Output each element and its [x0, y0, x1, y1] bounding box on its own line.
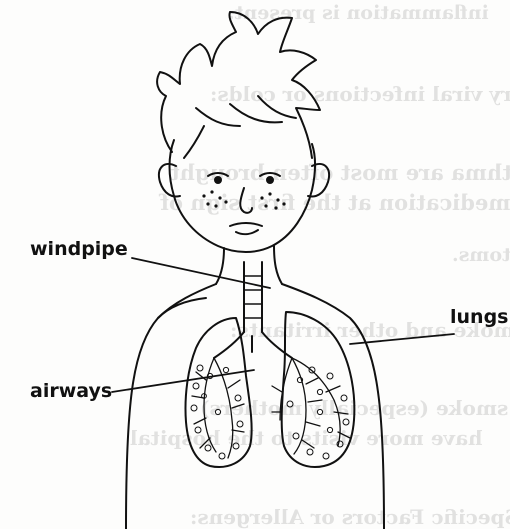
neck-right — [274, 246, 282, 284]
airway-tree — [192, 358, 350, 458]
hair-strand — [258, 96, 296, 118]
windpipe-label: windpipe — [30, 238, 128, 260]
left-pupil — [215, 177, 221, 183]
lungs-leader — [350, 334, 454, 344]
left-lung — [185, 318, 251, 467]
right-eye — [260, 173, 280, 176]
hair-strand — [184, 126, 204, 158]
right-pupil — [267, 177, 273, 183]
alveoli — [191, 365, 349, 459]
windpipe — [244, 262, 262, 332]
hair-strand — [230, 104, 282, 122]
torso-left — [126, 284, 216, 529]
nose — [240, 188, 252, 213]
mouth — [230, 223, 262, 226]
left-eye — [208, 173, 228, 176]
airways-label: airways — [30, 380, 112, 402]
hair — [157, 12, 320, 158]
torso-right — [282, 284, 384, 529]
freckles — [202, 190, 285, 209]
hair-strand — [196, 108, 240, 126]
bronchi — [214, 332, 292, 358]
mouth-lower — [236, 230, 258, 234]
lungs-label: lungs — [450, 306, 508, 328]
windpipe-leader — [132, 258, 270, 288]
